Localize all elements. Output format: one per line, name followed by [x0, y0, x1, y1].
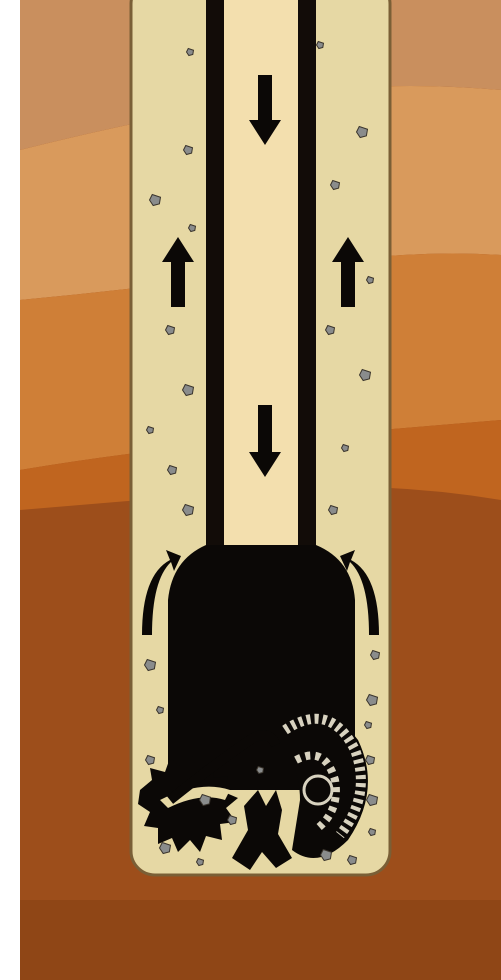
cutting-fragment: [365, 722, 372, 729]
cutting-fragment: [197, 859, 204, 866]
cutting-fragment: [369, 829, 376, 836]
left-border: [0, 0, 20, 980]
cutting-fragment: [157, 707, 164, 714]
drill-pipe-right-wall: [298, 0, 316, 560]
cutting-fragment: [367, 277, 374, 284]
cutting-fragment: [147, 427, 154, 434]
cutting-fragment: [342, 445, 349, 452]
cutting-fragment: [189, 225, 196, 232]
cutting-fragment: [257, 767, 264, 774]
stratum-bottom-shade: [20, 900, 501, 980]
cutting-fragment: [187, 49, 194, 56]
cutting-fragment: [317, 42, 324, 49]
right-cone-hub: [304, 776, 332, 804]
drill-pipe-left-wall: [206, 0, 224, 560]
